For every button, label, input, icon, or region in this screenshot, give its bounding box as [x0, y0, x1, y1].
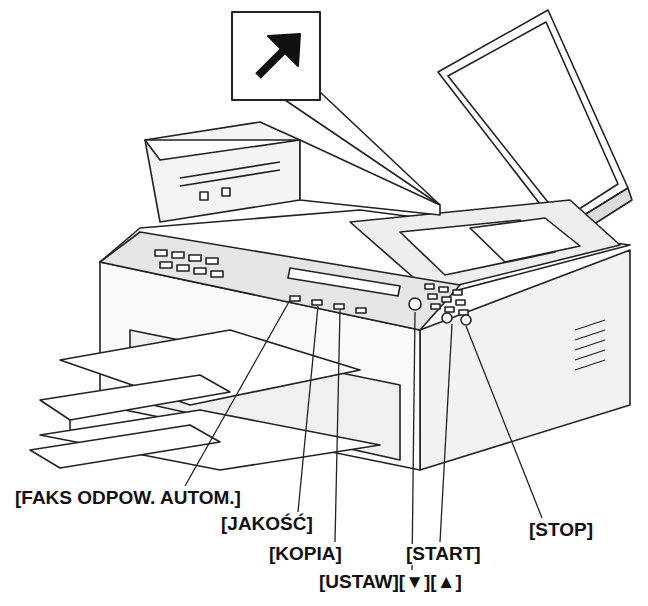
arrow-icon [258, 34, 300, 76]
button-label: [USTAW][▼][▲] [318, 572, 463, 593]
button-label: [FAKS ODPOW. AUTOM.] [14, 488, 242, 509]
output-trays [30, 330, 380, 470]
callout-box [232, 12, 320, 100]
leader-line [185, 300, 542, 570]
button-label: [START] [405, 544, 482, 565]
button-label: [KOPIA] [268, 544, 343, 565]
button-label: [STOP] [528, 520, 594, 541]
button-label: [JAKOŚĆ] [220, 514, 314, 535]
